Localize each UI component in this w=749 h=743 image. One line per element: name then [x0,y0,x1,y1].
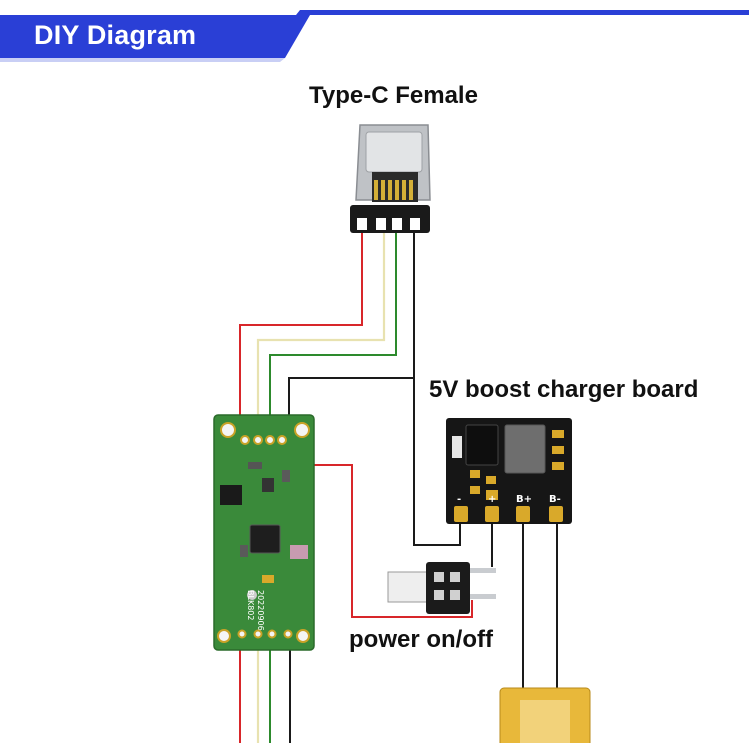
boost-board: - + B+ B- [446,418,572,524]
wire-white [256,232,386,743]
power-switch [387,562,496,614]
wire-black [288,232,558,743]
boost-pad-bminus: B- [549,494,561,505]
boost-label: 5V boost charger board [429,376,699,403]
typec-connector [350,124,431,233]
switch-label: power on/off [349,626,493,653]
board-date-text: 20220906 [256,590,265,631]
wire-green [269,232,397,743]
header-title: DIY Diagram [34,20,197,50]
boost-pad-minus: - [457,494,461,505]
typec-label: Type-C Female [309,82,478,109]
header-banner [0,10,749,62]
controller-board: 20220906 BLK802 [213,414,315,651]
boost-pad-bplus: B+ [516,494,532,505]
boost-pad-plus: + [488,494,496,505]
battery [499,687,591,743]
board-model-text: BLK802 [246,590,255,620]
